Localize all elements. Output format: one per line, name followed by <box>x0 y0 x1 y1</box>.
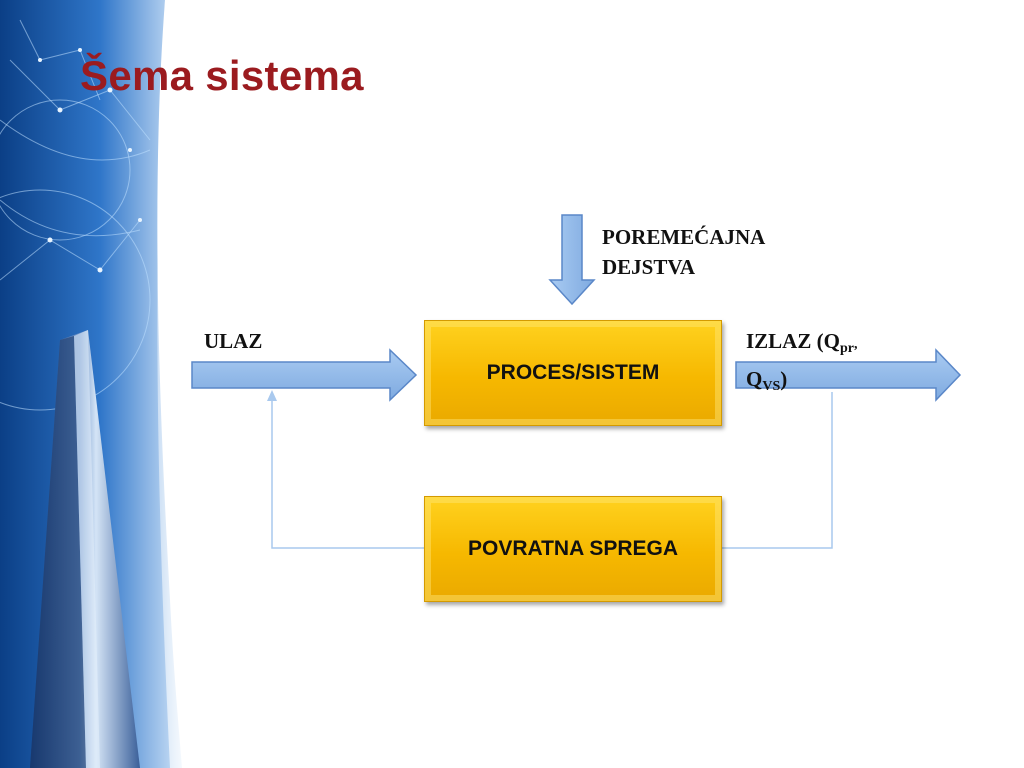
feedback-box: POVRATNA SPREGA <box>424 496 722 602</box>
disturbance-label-line2: DEJSTVA <box>602 255 695 279</box>
output-arrow <box>735 348 962 402</box>
output-label-prefix: IZLAZ (Q <box>746 329 840 353</box>
feedback-arrowhead <box>267 390 277 401</box>
decorative-side-art <box>0 0 200 768</box>
output-q2: Q <box>746 367 763 391</box>
feedback-label: POVRATNA SPREGA <box>467 537 679 560</box>
output-sub-vs: VS <box>762 379 781 394</box>
output-close: ) <box>780 367 788 391</box>
disturbance-label-line1: POREMEĆAJNA <box>602 225 766 249</box>
output-separator: , <box>853 337 858 352</box>
slide-title: Šema sistema <box>80 52 364 99</box>
feedback-line-left <box>271 400 424 549</box>
output-label: IZLAZ (Qpr, QVS) <box>746 326 857 402</box>
process-system-label: PROCES/SISTEM <box>486 361 660 384</box>
input-arrow <box>191 348 418 402</box>
process-system-box: PROCES/SISTEM <box>424 320 722 426</box>
disturbance-label: POREMEĆAJNA DEJSTVA <box>602 222 765 282</box>
disturbance-arrow <box>548 214 596 306</box>
output-sub-pr: pr <box>839 341 854 356</box>
feedback-line-right <box>722 392 833 549</box>
input-label: ULAZ <box>204 329 263 353</box>
